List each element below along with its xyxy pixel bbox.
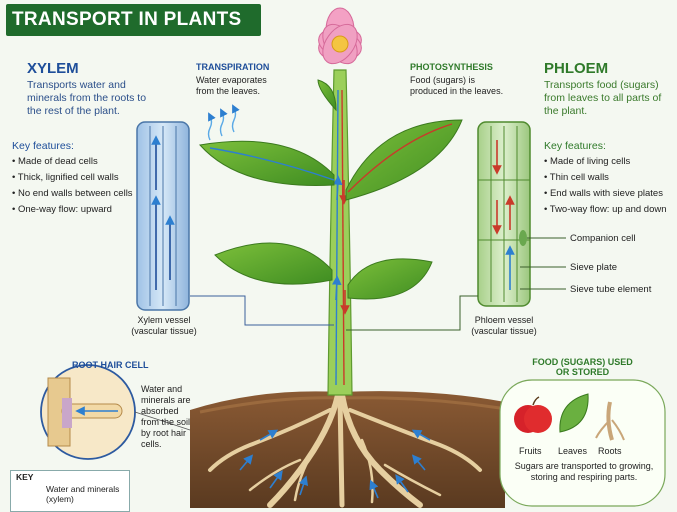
- root-hair-text: Water and minerals are absorbed from the…: [141, 384, 191, 449]
- phloem-feature: Thin cell walls: [544, 170, 674, 186]
- phloem-features-list: Made of living cells Thin cell walls End…: [544, 154, 674, 218]
- title-banner: [6, 4, 261, 36]
- xylem-vessel: [136, 121, 190, 311]
- xylem-connector: [190, 295, 334, 326]
- transpiration-arrows: [207, 104, 240, 141]
- food-panel: [499, 379, 666, 507]
- phloem-feature: Made of living cells: [544, 154, 674, 170]
- xylem-key-features-heading: Key features:: [12, 140, 74, 152]
- leaves: [199, 79, 463, 300]
- phloem-feature: End walls with sieve plates: [544, 186, 674, 202]
- key-heading: KEY: [16, 472, 34, 482]
- xylem-feature: Made of dead cells: [12, 154, 142, 170]
- xylem-feature: One-way flow: upward: [12, 202, 142, 218]
- xylem-vessel-label: Xylem vessel (vascular tissue): [120, 315, 208, 337]
- stem-arrows: [331, 175, 350, 315]
- phloem-vessel: [477, 121, 531, 307]
- transpiration-heading: TRANSPIRATION: [196, 62, 270, 72]
- root-hair-heading: ROOT HAIR CELL: [72, 360, 149, 370]
- stem: [327, 69, 353, 396]
- sieve-plate-label: Sieve plate: [570, 262, 618, 273]
- page-title: TRANSPORT IN PLANTS: [12, 9, 242, 30]
- phloem-connectors: [346, 237, 566, 331]
- key-item-line2: (xylem): [46, 494, 74, 504]
- root-hair-connector: [134, 411, 191, 431]
- key-item: Water and minerals (xylem): [46, 484, 119, 504]
- flower: [318, 7, 362, 65]
- transpiration-text: Water evaporates from the leaves.: [196, 75, 267, 96]
- xylem-vessel-label-line1: Xylem vessel: [137, 315, 191, 325]
- phloem-vessel-label-line2: (vascular tissue): [471, 326, 537, 336]
- xylem-vessel-label-line2: (vascular tissue): [131, 326, 197, 336]
- photosynthesis-text: Food (sugars) is produced in the leaves.: [410, 75, 504, 96]
- food-heading-line2: OR STORED: [555, 367, 610, 377]
- phloem-key-features-heading: Key features:: [544, 140, 606, 152]
- xylem-heading: XYLEM: [27, 60, 79, 77]
- food-text: Sugars are transported to growing, stori…: [514, 461, 654, 482]
- food-item-fruits: Fruits: [519, 446, 542, 456]
- phloem-description: Transports food (sugars) from leaves to …: [544, 79, 662, 117]
- phloem-heading: PHLOEM: [544, 60, 609, 77]
- food-item-roots: Roots: [598, 446, 622, 456]
- root-hair-cell: [40, 364, 136, 460]
- sieve-tube-element-label: Sieve tube element: [570, 284, 652, 295]
- xylem-feature: No end walls between cells: [12, 186, 142, 202]
- xylem-features-list: Made of dead cells Thick, lignified cell…: [12, 154, 142, 218]
- food-heading: FOOD (SUGARS) USED OR STORED: [505, 357, 660, 377]
- food-heading-line1: FOOD (SUGARS) USED: [532, 357, 633, 367]
- photosynthesis-heading: PHOTOSYNTHESIS: [410, 62, 493, 72]
- phloem-feature: Two-way flow: up and down: [544, 202, 674, 218]
- phloem-vessel-label: Phloem vessel (vascular tissue): [460, 315, 548, 337]
- xylem-description: Transports water and minerals from the r…: [27, 79, 147, 117]
- xylem-feature: Thick, lignified cell walls: [12, 170, 142, 186]
- key-item-line1: Water and minerals: [46, 484, 120, 494]
- phloem-vessel-label-line1: Phloem vessel: [474, 315, 534, 325]
- food-item-leaves: Leaves: [558, 446, 588, 456]
- root-water-arrows: [239, 429, 431, 499]
- companion-cell-label: Companion cell: [570, 233, 636, 244]
